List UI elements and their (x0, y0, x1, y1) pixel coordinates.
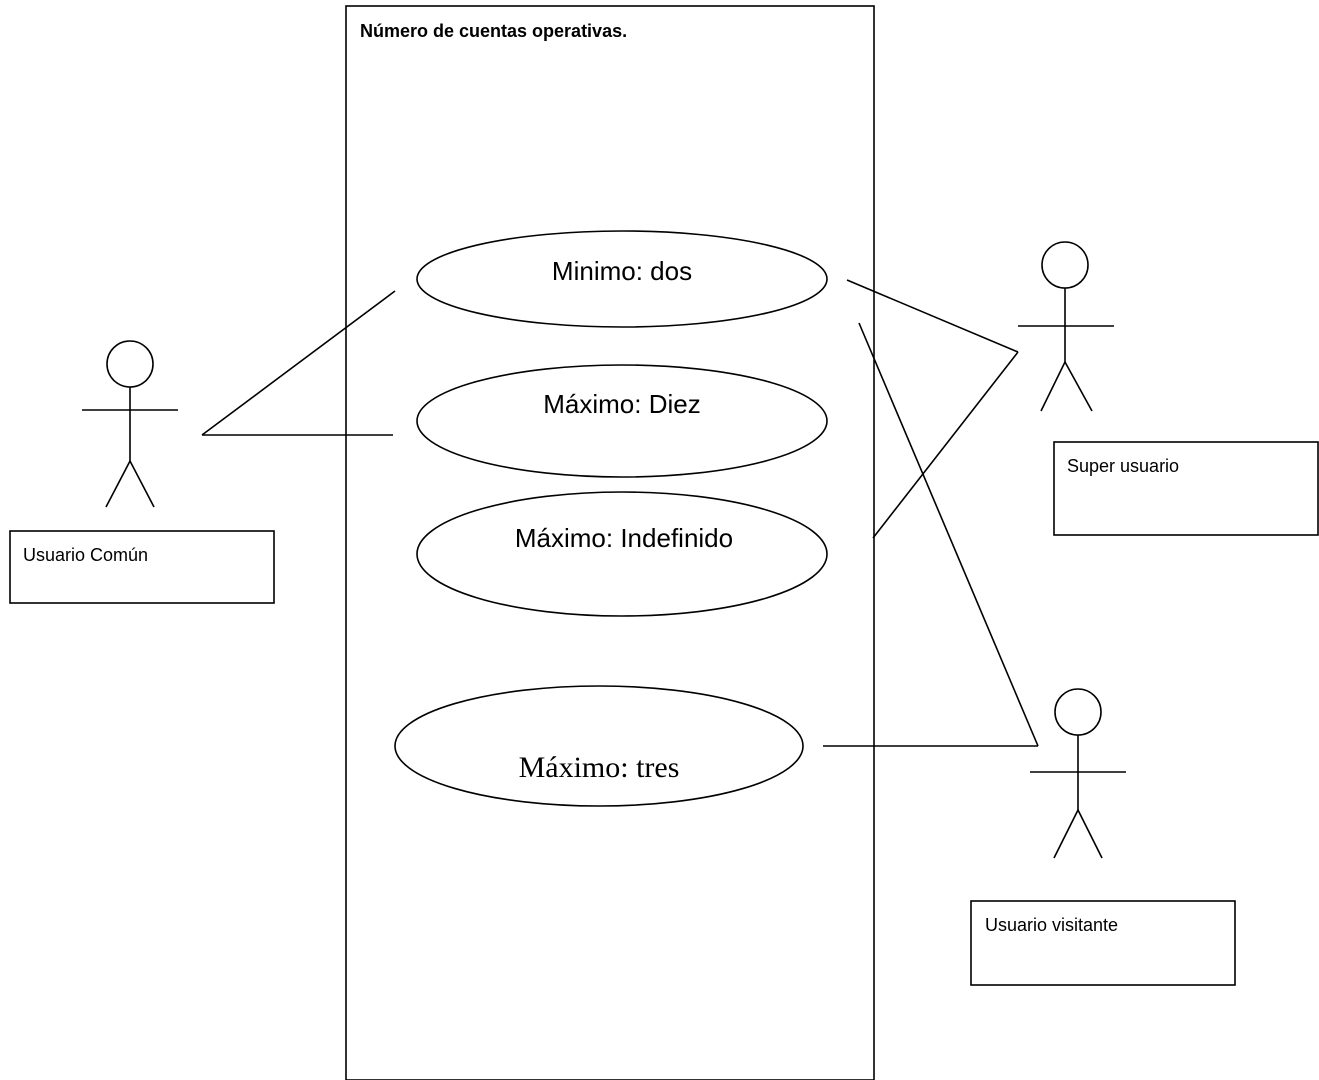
actor-label-box (1053, 441, 1319, 536)
use-case-minimo-dos[interactable]: Minimo: dos (416, 230, 828, 328)
actor-label: Super usuario (1067, 456, 1179, 476)
actor-label: Usuario Común (23, 545, 148, 565)
stick-figure-icon (1018, 241, 1114, 412)
association-super-minimo (846, 279, 1019, 353)
associations (201, 279, 1039, 747)
use-case-label: Máximo: Indefinido (515, 523, 733, 553)
actor-super-usuario[interactable]: Super usuario (1018, 241, 1319, 536)
stick-figure-icon (1030, 688, 1126, 859)
actor-label-box (970, 900, 1236, 986)
association-visitante-minimo (858, 322, 1039, 747)
use-case-label: Minimo: dos (552, 256, 692, 286)
actor-label: Usuario visitante (985, 915, 1118, 935)
use-case-maximo-diez[interactable]: Máximo: Diez (416, 364, 828, 478)
use-case-maximo-indefinido[interactable]: Máximo: Indefinido (416, 491, 828, 617)
actor-usuario-comun[interactable]: Usuario Común (9, 340, 275, 604)
stick-figure-icon (82, 340, 178, 508)
system-title: Número de cuentas operativas. (360, 21, 627, 41)
association-comun-minimo (201, 290, 396, 436)
association-super-indefinido (872, 351, 1019, 539)
use-case-maximo-tres[interactable]: Máximo: tres (394, 685, 804, 807)
use-case-label: Máximo: Diez (543, 389, 700, 419)
actor-usuario-visitante[interactable]: Usuario visitante (970, 688, 1236, 986)
actor-label-box (9, 530, 275, 604)
use-case-label: Máximo: tres (519, 751, 680, 784)
